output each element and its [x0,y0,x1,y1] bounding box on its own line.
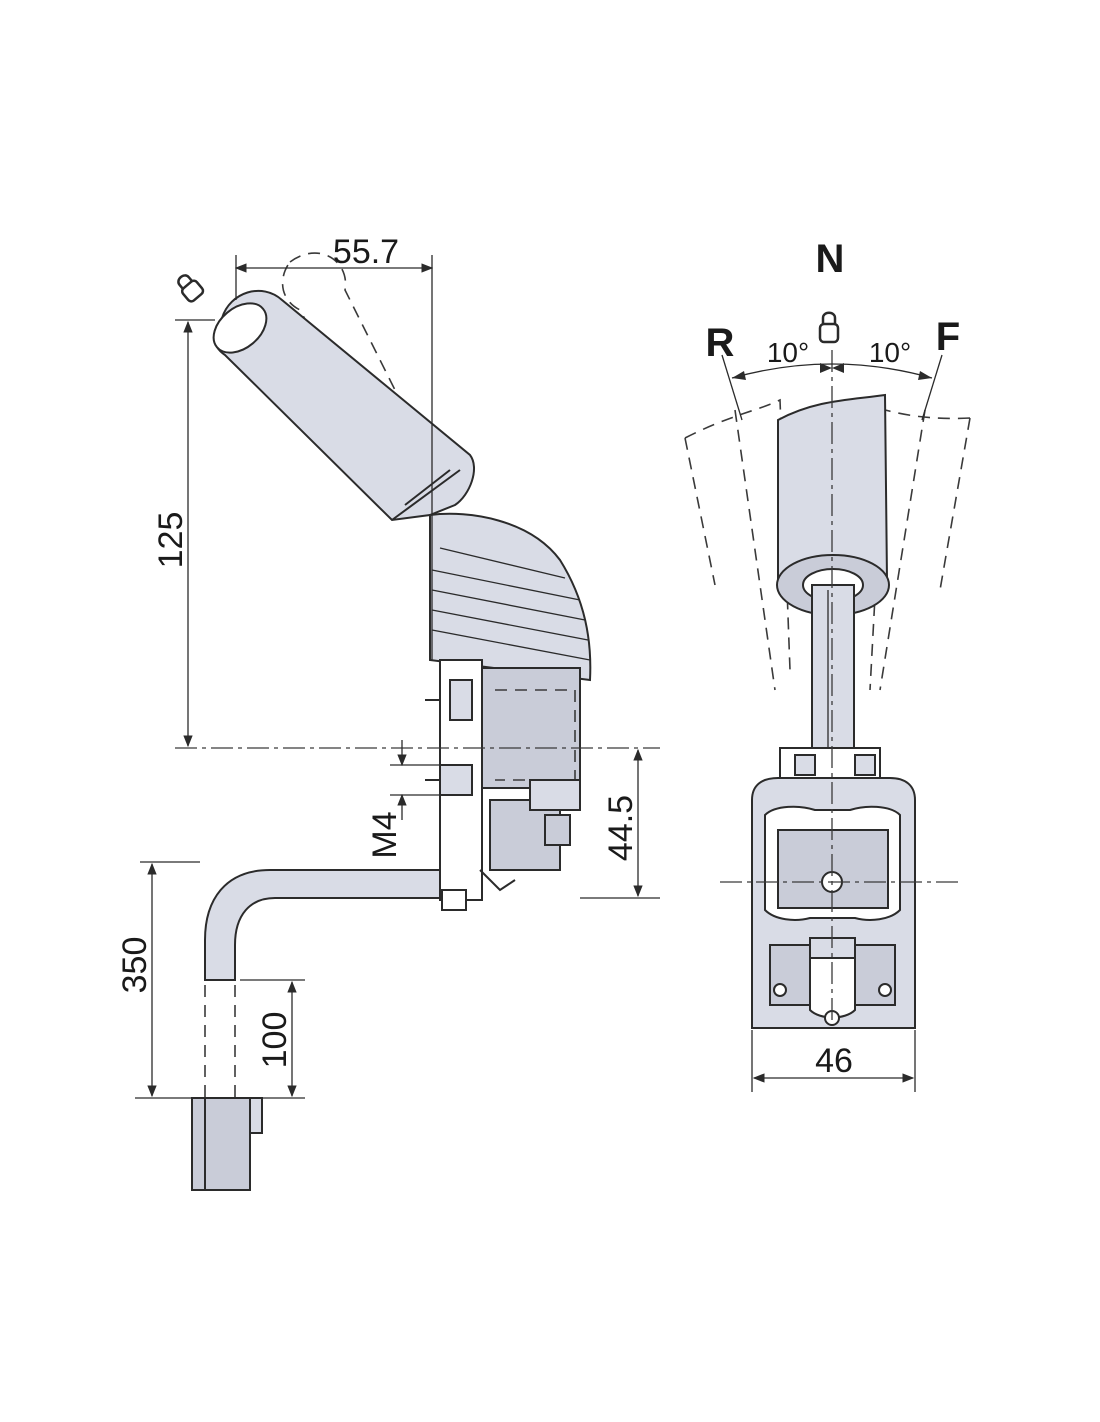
handle-grip [212,290,475,522]
swing-line-left [734,409,776,691]
label-angle-right: 10° [869,337,911,368]
dim-label-width: 55.7 [333,233,399,271]
label-forward: F [936,315,960,359]
label-reverse: R [706,321,735,365]
handle-ghost-left [684,398,791,671]
angle-arc [731,363,933,379]
cable-connector [191,1097,263,1191]
label-angle-left: 10° [767,337,809,368]
lock-icon [177,274,205,303]
angle-ext-line [721,354,743,421]
angle-arrow [732,371,746,380]
handle-front [776,393,890,756]
dim-label-height: 125 [152,512,190,569]
swing-line-right [879,409,926,691]
dim-label-thread: M4 [366,811,404,858]
dim-label-mount: 44.5 [602,795,640,861]
front-view: N R F 10° 10° 46 [684,237,971,1092]
lock-icon [818,311,840,344]
handle-ghost-outline [281,252,412,442]
cable [204,869,441,1098]
dim-label-front-width: 46 [815,1042,853,1080]
angle-arrow [918,371,932,380]
angle-arrow [820,363,832,373]
base-housing [751,747,916,1029]
side-view: 55.7 125 44.5 M4 350 100 [116,233,660,1191]
angle-arrow [832,363,844,373]
bellows-boot [429,512,592,682]
mechanism-housing [425,659,581,911]
dim-label-cable: 350 [116,937,154,994]
dim-label-cable-end: 100 [256,1012,294,1069]
label-neutral: N [816,237,845,281]
angle-ext-line [921,354,943,421]
